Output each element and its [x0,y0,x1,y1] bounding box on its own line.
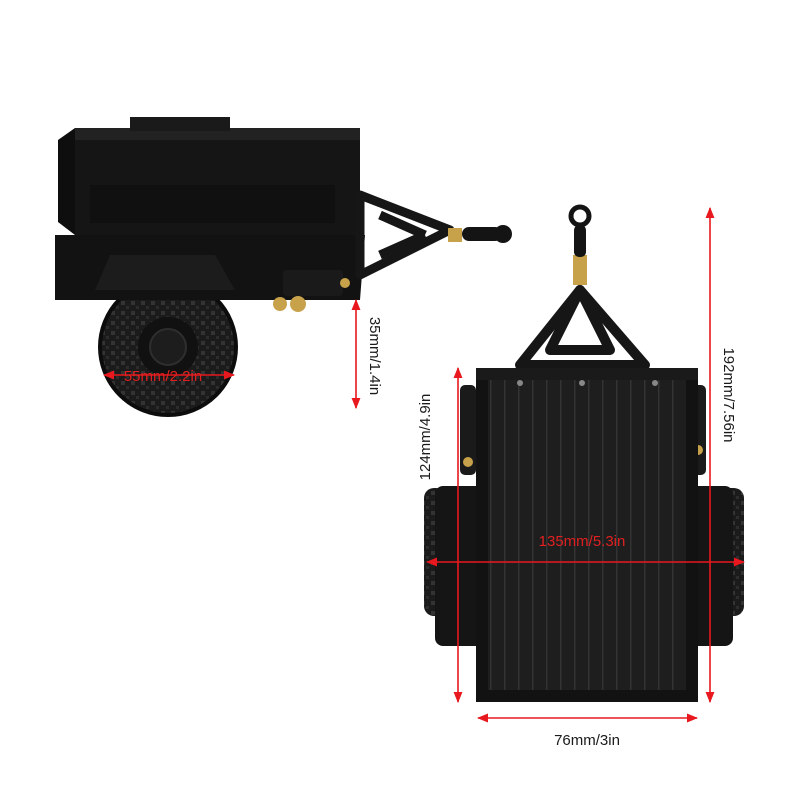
overall-length-label: 192mm/7.56in [720,347,737,442]
side-view-wheel [98,277,238,417]
side-view-trailer [55,117,512,417]
top-view-tongue [515,285,650,370]
bed-width-label: 76mm/3in [554,732,620,749]
top-view-shock-left [460,385,476,475]
side-view-tongue [355,190,455,280]
bed-length-label: 124mm/4.9in [417,394,434,481]
side-view-shock [273,270,350,312]
wheel-diameter-label: 55mm/2.2in [124,368,202,385]
top-view-brass-hitch [573,255,587,285]
overall-width-label: 135mm/5.3in [539,533,626,550]
side-view-brass-hitch [448,228,462,242]
ground-clearance-label: 35mm/1.4in [366,317,383,395]
top-view-trailer [424,204,744,702]
